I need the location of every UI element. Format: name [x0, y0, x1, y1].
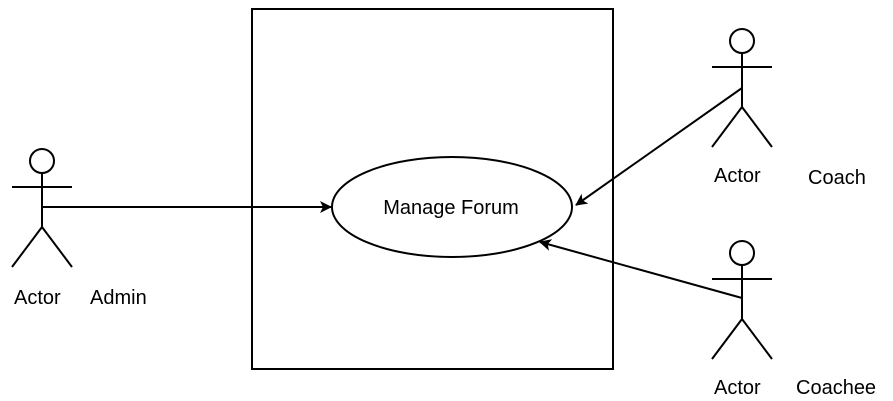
actor-admin-role: Admin — [90, 287, 147, 309]
actor-coachee-role: Coachee — [796, 377, 877, 399]
actor-admin-figure[interactable] — [11, 148, 73, 268]
actor-coach-caption: Actor — [714, 165, 761, 187]
use-case-label: Manage Forum — [383, 197, 519, 219]
actor-coach-figure[interactable] — [711, 28, 773, 148]
association-coach-arrow — [575, 87, 743, 206]
actor-coach-role: Coach — [808, 167, 866, 189]
actor-coachee-caption: Actor — [714, 377, 761, 399]
actor-coachee-figure[interactable] — [711, 240, 773, 360]
association-coachee-arrow — [539, 239, 743, 299]
actor-admin-caption: Actor — [14, 287, 61, 309]
use-case-ellipse[interactable] — [331, 156, 573, 258]
